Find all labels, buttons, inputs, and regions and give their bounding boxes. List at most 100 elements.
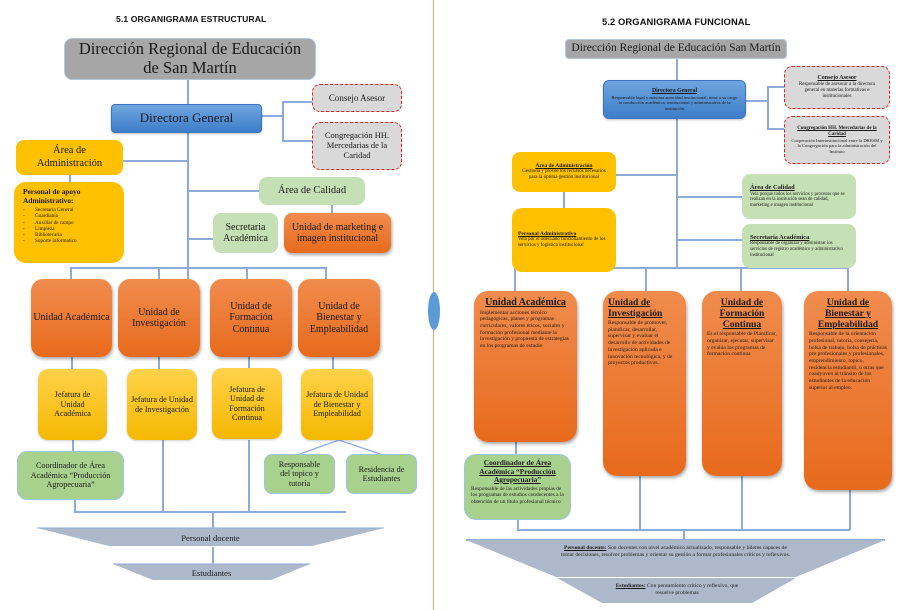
connector <box>847 267 849 291</box>
f-estudiantes-text: Estudiantes: Con pensamiento crítico y r… <box>615 583 739 596</box>
connector <box>639 476 641 530</box>
f-personal-docente-title: Personal docente: <box>564 545 607 551</box>
f-dre-label: Dirección Regional de Educación San Mart… <box>571 42 781 55</box>
connector <box>248 440 250 512</box>
connector <box>282 101 312 103</box>
residencia-label: Residencia de Estudiantes <box>358 464 405 483</box>
connector <box>70 267 325 269</box>
f-personal-docente-desc: Son docentes con nivel académico actuali… <box>560 545 791 558</box>
connector <box>514 267 848 269</box>
f-personal-admin-box: Personal Administrativo Vela por el adec… <box>512 208 616 272</box>
residencia-box: Residencia de Estudiantes <box>346 454 417 494</box>
personal-apoyo-item: Auxiliar de campo <box>23 220 77 226</box>
connector <box>767 86 769 129</box>
connector <box>616 174 677 176</box>
connector <box>745 100 768 102</box>
connector <box>563 192 565 208</box>
estudiantes-trapezoid <box>113 563 310 580</box>
f-consejo-box: Consejo Asesor Responsable de asesorar a… <box>784 66 890 109</box>
f-coordinador-title: Coordinador de Área Académica “Producció… <box>479 458 556 485</box>
connector <box>69 175 71 185</box>
personal-apoyo-list: Secretaria GeneralGuardianíaAuxiliar de … <box>23 207 77 244</box>
f-unidad-title: Unidad de Bienestar y Empleabilidad <box>817 297 879 331</box>
f-congregacion-desc: Cooperación Interinstitucional entre la … <box>791 137 883 154</box>
connector-branch <box>299 440 381 455</box>
dre-label: Dirección Regional de Educación de San M… <box>78 39 302 77</box>
marketing-box: Unidad de marketing e imagen institucion… <box>284 213 391 253</box>
f-estudiantes-trapezoid <box>557 578 796 603</box>
f-unidad-desc: Implementar acciones técnico pedagógicas… <box>480 309 569 350</box>
f-area-calidad-box: Área de Calidad Vela porque todos los se… <box>742 174 856 219</box>
connector <box>158 357 160 369</box>
jefatura-investigacion-box: Jefatura de Unidad de Investigación <box>127 369 197 440</box>
structural-title: 5.1 ORGANIGRAMA ESTRUCTURAL <box>116 14 267 24</box>
marketing-label: Unidad de marketing e imagen institucion… <box>291 221 384 245</box>
connector <box>515 442 517 454</box>
f-unidad-academica-box: Unidad Académica Implementar acciones té… <box>474 291 577 442</box>
connector <box>71 357 73 369</box>
f-directora-desc: Responsable legal y máxima autoridad ins… <box>611 94 738 111</box>
f-unidad-formacion-box: Unidad de Formación Continua Es el respo… <box>702 291 782 476</box>
area-administracion-label: Área de Administración <box>36 145 103 169</box>
connector <box>517 519 519 529</box>
f-secretaria-title: Secretaría Académica <box>750 233 810 241</box>
f-unidad-bienestar-box: Unidad de Bienestar y Empleabilidad Resp… <box>804 291 892 490</box>
connector <box>466 539 885 541</box>
personal-docente-label: Personal docente <box>181 533 240 543</box>
connector <box>282 101 284 141</box>
connector <box>74 511 346 513</box>
f-unidad-desc: Responsable de la orientación profesiona… <box>809 331 887 391</box>
personal-apoyo-item: Soporte informatico <box>23 238 77 244</box>
connector <box>122 160 188 162</box>
connector <box>248 357 250 369</box>
coordinador-label: Coordinador de Área Académica “Producció… <box>30 461 111 490</box>
connector <box>262 115 282 117</box>
connector <box>676 239 742 241</box>
f-coordinador-box: Coordinador de Área Académica “Producció… <box>464 454 571 520</box>
unidad-label: Unidad Académica <box>33 312 110 324</box>
consejo-asesor-box: Consejo Asesor <box>312 84 402 112</box>
unidad-academica-box: Unidad Académica <box>31 279 112 357</box>
connector <box>212 511 214 529</box>
secretaria-academica-box: Secretaria Académica <box>213 213 278 253</box>
unidad-investigacion-box: Unidad de Investigación <box>118 279 200 357</box>
connector <box>187 238 213 240</box>
personal-apoyo-box: Personal de apoyo Administrativo: Secret… <box>14 182 124 263</box>
consejo-asesor-label: Consejo Asesor <box>328 92 386 103</box>
f-dre-box: Dirección Regional de Educación San Mart… <box>565 39 787 59</box>
connector <box>741 476 743 530</box>
personal-apoyo-item: Secretaria General <box>23 207 77 213</box>
f-unidad-title: Unidad de Formación Continua <box>719 297 765 331</box>
connector <box>740 267 742 291</box>
connector <box>676 119 678 267</box>
connector <box>212 547 214 565</box>
f-estudiantes-title: Estudiantes: <box>615 583 646 589</box>
connector <box>187 80 189 280</box>
f-consejo-title: Consejo Asesor <box>817 75 857 82</box>
f-unidad-desc: Es el responsable de Planificar, organiz… <box>707 331 777 358</box>
connector <box>645 267 647 291</box>
f-unidad-investigacion-box: Unidad de Investigación Responsable de p… <box>603 291 686 476</box>
congregacion-label: Congregación HH. Mercedarias de la Carid… <box>324 130 390 160</box>
jefatura-label: Jefatura de Unidad de Bienestar y Emplea… <box>306 390 368 419</box>
f-unidad-title: Unidad de Investigación <box>608 297 663 320</box>
unidad-formacion-continua-box: Unidad de Formación Continua <box>210 279 292 357</box>
f-area-calidad-title: Área de Calidad <box>750 184 795 192</box>
directora-label: Directora General <box>139 110 234 126</box>
connector <box>332 357 334 369</box>
personal-apoyo-title: Personal de apoyo Administrativo: <box>23 187 81 205</box>
connector <box>162 440 164 512</box>
f-area-admin-box: Área de Administración Gestiona y provee… <box>512 152 616 192</box>
f-personal-docente-trapezoid <box>466 540 885 577</box>
personal-apoyo-item: Limpieza <box>23 226 77 232</box>
connector <box>514 267 516 291</box>
f-congregacion-box: Congregación HH. Mercedarias de la Carid… <box>784 116 890 164</box>
connector <box>849 490 851 530</box>
estudiantes-label: Estudiantes <box>191 568 232 578</box>
f-area-admin-desc: Gestiona y provee los recursos necesario… <box>522 169 606 181</box>
responsable-topico-label: Responsable del topico y tutoría <box>278 459 321 488</box>
responsable-topico-box: Responsable del topico y tutoría <box>264 454 335 494</box>
f-congregacion-title: Congregación HH. Mercedarias de la Carid… <box>797 126 877 137</box>
f-secretaria-desc: Responsable de organizar y administrar l… <box>750 241 843 258</box>
f-personal-docente-text: Personal docente: Son docentes con nivel… <box>560 545 791 558</box>
